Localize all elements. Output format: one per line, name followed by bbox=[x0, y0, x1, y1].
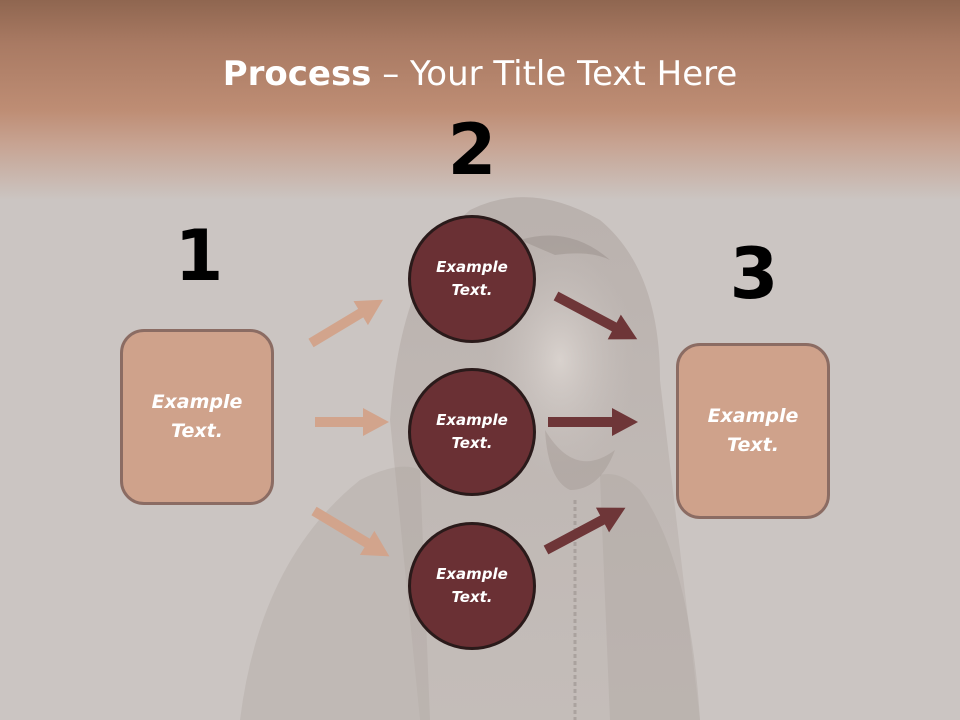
arrow-left-middle bbox=[315, 408, 389, 436]
title-strong: Process bbox=[222, 54, 372, 94]
arrow-right-up bbox=[543, 507, 626, 555]
slide-title: Process – Your Title Text Here bbox=[0, 52, 960, 96]
right-box-text: Example Text. bbox=[707, 405, 799, 456]
right-box: Example Text. bbox=[676, 343, 830, 519]
circle-bottom: Example Text. bbox=[408, 522, 536, 650]
circle-top: Example Text. bbox=[408, 215, 536, 343]
step-number-1: 1 bbox=[174, 215, 224, 297]
step-number-3: 3 bbox=[729, 233, 779, 315]
arrow-left-up bbox=[308, 299, 384, 348]
title-rest: – Your Title Text Here bbox=[371, 54, 738, 94]
circle-bottom-text: Example Text. bbox=[436, 565, 508, 606]
arrows-left-group bbox=[308, 299, 390, 557]
arrow-right-middle bbox=[548, 408, 638, 436]
arrow-left-down bbox=[311, 506, 390, 557]
circle-middle-text: Example Text. bbox=[436, 411, 508, 452]
arrow-right-down bbox=[553, 291, 638, 340]
left-box-text: Example Text. bbox=[151, 391, 243, 442]
arrows-right-group bbox=[543, 291, 638, 555]
left-box: Example Text. bbox=[120, 329, 274, 505]
circle-middle: Example Text. bbox=[408, 368, 536, 496]
step-number-2: 2 bbox=[447, 109, 497, 191]
circle-top-text: Example Text. bbox=[436, 258, 508, 299]
header-band bbox=[0, 0, 960, 200]
